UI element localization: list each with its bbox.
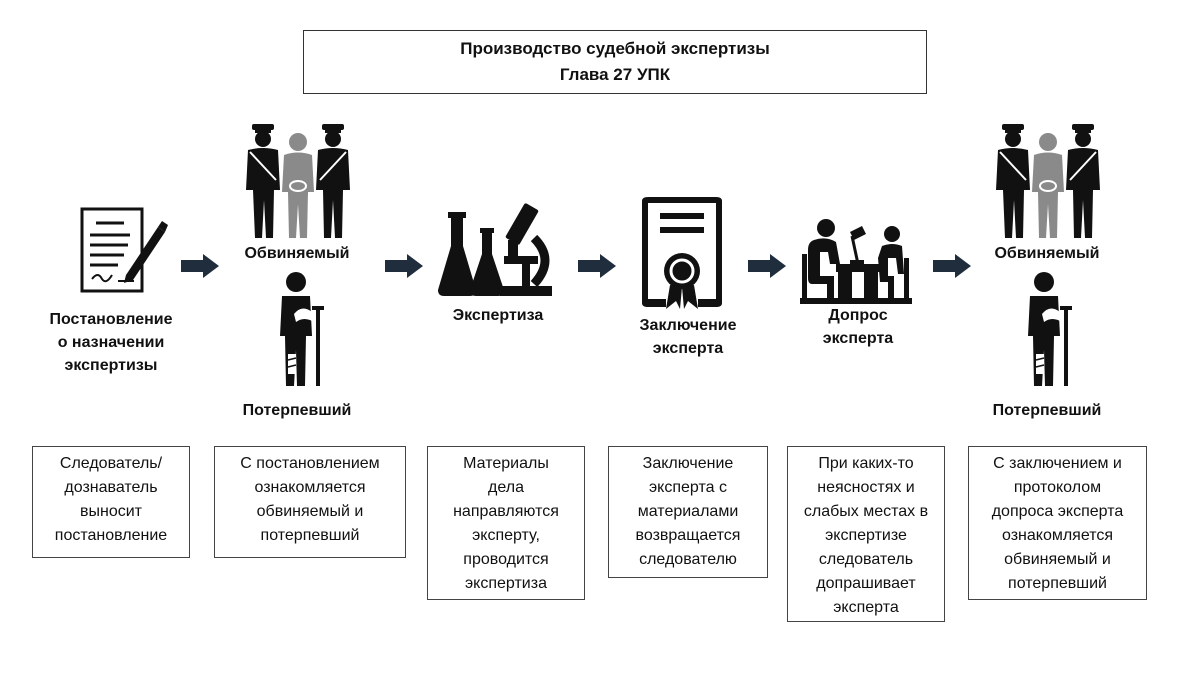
- step-label-accused-final: Обвиняемый: [994, 245, 1100, 262]
- arrow-icon: [385, 254, 423, 278]
- accused-escort-icon: [988, 120, 1108, 240]
- diagram-title: Производство судебной экспертизы Глава 2…: [303, 30, 927, 94]
- step-label-victim: Потерпевший: [242, 402, 352, 419]
- title-line-1: Производство судебной экспертизы: [460, 39, 770, 58]
- description-box-final: С заключением и протоколом допроса экспе…: [968, 446, 1147, 600]
- document-pen-icon: [80, 207, 168, 293]
- step-label-conclusion: Заключение эксперта: [639, 317, 737, 357]
- victim-crutch-icon: [272, 270, 332, 390]
- laboratory-microscope-icon: [438, 203, 552, 296]
- step-label-resolution: Постановление о назначении экспертизы: [49, 311, 173, 374]
- step-label-accused: Обвиняемый: [244, 245, 350, 262]
- description-box-resolution: Следователь/ дознаватель выносит постано…: [32, 446, 190, 558]
- accused-escort-icon: [238, 120, 358, 240]
- arrow-icon: [578, 254, 616, 278]
- description-box-conclusion: Заключение эксперта с материалами возвра…: [608, 446, 768, 578]
- arrow-icon: [748, 254, 786, 278]
- certificate-icon: [642, 197, 722, 309]
- arrow-icon: [181, 254, 219, 278]
- interrogation-icon: [800, 219, 912, 304]
- step-label-interrogation: Допрос эксперта: [822, 307, 894, 347]
- step-label-expertise: Экспертиза: [452, 307, 544, 324]
- description-box-acquaintance: С постановлением ознакомляется обвиняемы…: [214, 446, 406, 558]
- description-box-interrogation: При каких-то неясностях и слабых местах …: [787, 446, 945, 622]
- description-box-expertise: Материалы дела направляются эксперту, пр…: [427, 446, 585, 600]
- title-line-2: Глава 27 УПК: [559, 65, 671, 84]
- victim-crutch-icon: [1020, 270, 1080, 390]
- step-label-victim-final: Потерпевший: [992, 402, 1102, 419]
- arrow-icon: [933, 254, 971, 278]
